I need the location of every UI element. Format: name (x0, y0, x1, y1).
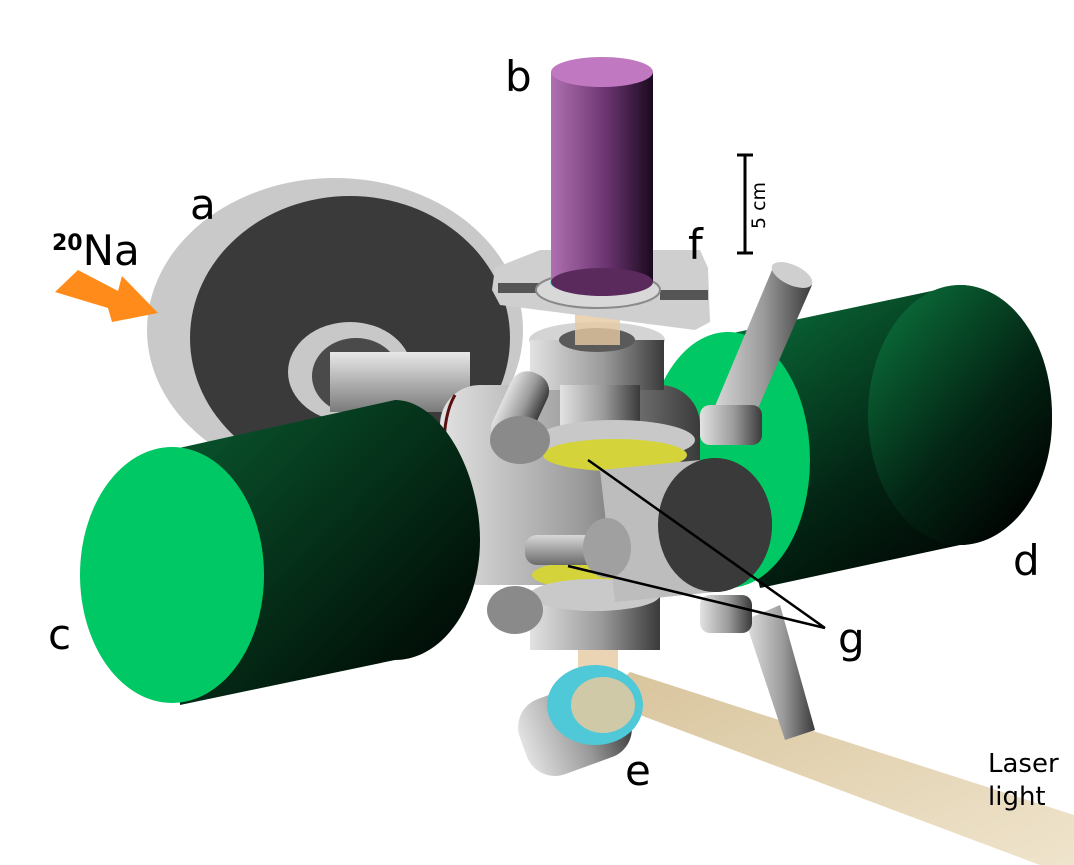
scale-label: 5 cm (748, 181, 771, 230)
laser-label-line1: Laser (988, 749, 1059, 779)
arrow-icon (55, 270, 158, 322)
label-e: e (625, 746, 651, 795)
label-d: d (1013, 536, 1040, 585)
rod (700, 262, 815, 740)
label-f: f (688, 220, 703, 269)
detector-b (551, 57, 653, 296)
laser-label-line2: light (988, 781, 1046, 812)
isotope-symbol: Na (82, 226, 140, 275)
isotope-label: 20Na (52, 230, 140, 272)
chamber (440, 322, 772, 650)
laser-label: Laser light (988, 748, 1059, 813)
detector-e (518, 665, 643, 776)
disk-a (147, 178, 523, 482)
leader-lines-g (567, 458, 826, 630)
magnet-d (646, 285, 1052, 588)
isotope-mass: 20 (52, 231, 83, 256)
label-a: a (190, 180, 216, 229)
label-g: g (838, 614, 865, 663)
magnet-c (80, 400, 480, 705)
scale-bar (737, 153, 753, 255)
label-c: c (48, 610, 72, 659)
laser-beam (600, 672, 1074, 865)
label-b: b (505, 52, 532, 101)
